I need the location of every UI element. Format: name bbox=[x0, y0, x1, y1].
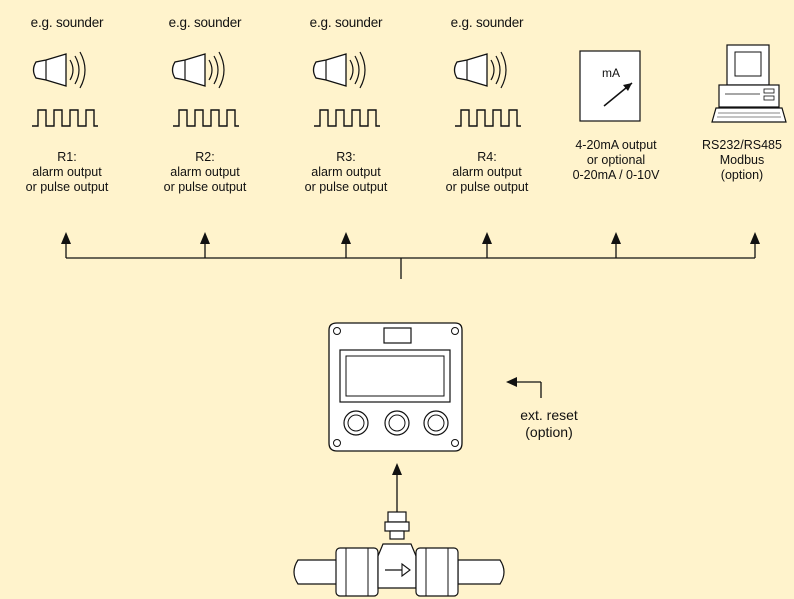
pulse-train-icon bbox=[31, 109, 99, 127]
pipe-coupling-left bbox=[335, 547, 379, 597]
output-description: or pulse output bbox=[163, 180, 247, 194]
display-screen bbox=[345, 355, 445, 397]
analog-meter-icon bbox=[579, 50, 641, 122]
meter-unit-label: mA bbox=[602, 66, 620, 80]
output-id: R1: bbox=[57, 150, 77, 164]
flow-monitor-device bbox=[328, 322, 463, 452]
output-description: alarm output bbox=[32, 165, 102, 179]
output-description: or pulse output bbox=[25, 180, 109, 194]
output-description: alarm output bbox=[311, 165, 381, 179]
sensor-body bbox=[377, 543, 417, 589]
pulse-train-icon bbox=[172, 109, 240, 127]
output-header: e.g. sounder bbox=[168, 15, 242, 30]
output-id: R2: bbox=[195, 150, 215, 164]
device-button bbox=[384, 410, 410, 436]
screw-icon bbox=[333, 327, 341, 335]
sounder-icon bbox=[171, 51, 225, 89]
bus-branch-arrow bbox=[200, 232, 210, 258]
output-label-analog: 4-20mA output or optional 0-20mA / 0-10V bbox=[556, 138, 676, 183]
flow-sensor-pipe bbox=[293, 511, 505, 597]
bus-branch-arrow bbox=[341, 232, 351, 258]
sounder-icon bbox=[453, 51, 507, 89]
output-description: RS232/RS485 bbox=[702, 138, 782, 152]
pulse-train-icon bbox=[313, 109, 381, 127]
device-button bbox=[423, 410, 449, 436]
reset-label-line: (option) bbox=[525, 424, 573, 440]
screw-icon bbox=[451, 439, 459, 447]
output-bus bbox=[66, 257, 755, 279]
output-header: e.g. sounder bbox=[30, 15, 104, 30]
output-description: Modbus bbox=[719, 153, 765, 167]
bus-branch-arrow bbox=[750, 232, 760, 258]
device-button bbox=[343, 410, 369, 436]
output-label-serial: RS232/RS485 Modbus (option) bbox=[690, 138, 794, 183]
flow-direction-icon bbox=[385, 562, 411, 578]
output-id: R4: bbox=[477, 150, 497, 164]
output-label-r3: R3: alarm output or pulse output bbox=[283, 150, 409, 195]
pipe-coupling-right bbox=[415, 547, 459, 597]
sounder-icon bbox=[32, 51, 86, 89]
ext-reset-label: ext. reset (option) bbox=[506, 407, 592, 441]
output-description: or pulse output bbox=[445, 180, 529, 194]
bus-branch-arrow bbox=[482, 232, 492, 258]
output-header: e.g. sounder bbox=[309, 15, 383, 30]
reset-label-line: ext. reset bbox=[520, 407, 578, 423]
output-description: or pulse output bbox=[304, 180, 388, 194]
output-description: alarm output bbox=[452, 165, 522, 179]
reset-input-arrow bbox=[506, 377, 542, 398]
output-id: R3: bbox=[336, 150, 356, 164]
output-description: alarm output bbox=[170, 165, 240, 179]
output-description: 4-20mA output bbox=[575, 138, 657, 152]
output-description: or optional bbox=[586, 153, 646, 167]
sounder-icon bbox=[312, 51, 366, 89]
output-description: (option) bbox=[720, 168, 764, 182]
screw-icon bbox=[333, 439, 341, 447]
output-label-r2: R2: alarm output or pulse output bbox=[142, 150, 268, 195]
bus-branch-arrow bbox=[61, 232, 71, 258]
bus-branch-arrow bbox=[611, 232, 621, 258]
output-label-r1: R1: alarm output or pulse output bbox=[4, 150, 130, 195]
computer-icon bbox=[711, 44, 787, 123]
sensor-signal-arrow bbox=[392, 463, 402, 515]
output-label-r4: R4: alarm output or pulse output bbox=[424, 150, 550, 195]
output-header: e.g. sounder bbox=[450, 15, 524, 30]
output-description: 0-20mA / 0-10V bbox=[572, 168, 660, 182]
pulse-train-icon bbox=[454, 109, 522, 127]
screw-icon bbox=[451, 327, 459, 335]
device-label-plate bbox=[383, 327, 412, 344]
